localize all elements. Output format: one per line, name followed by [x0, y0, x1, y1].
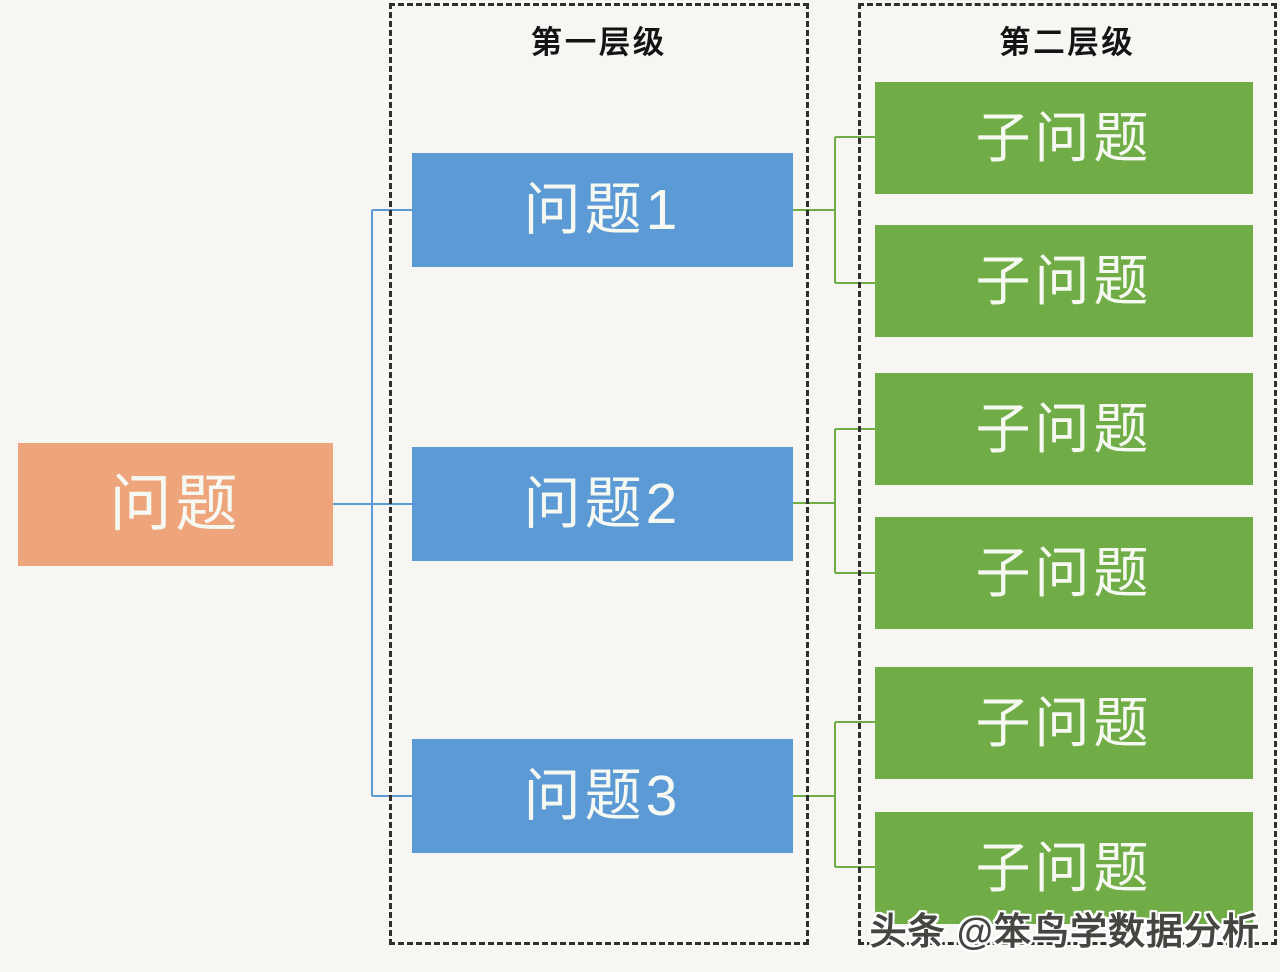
level2-node-3: 子问题: [875, 373, 1253, 485]
level2-header: 第二层级: [999, 25, 1136, 60]
level2-node-1: 子问题: [875, 82, 1253, 194]
level1-node-3: 问题3: [412, 739, 793, 853]
watermark: 头条 @笨鸟学数据分析: [869, 911, 1260, 952]
level1-panel: 第一层级: [389, 3, 809, 945]
level2-node-4: 子问题: [875, 517, 1253, 629]
level2-node-5: 子问题: [875, 667, 1253, 779]
level1-header: 第一层级: [531, 25, 667, 60]
level2-node-6: 子问题: [875, 812, 1253, 924]
level2-node-2: 子问题: [875, 225, 1253, 337]
level2-panel: 第二层级: [858, 3, 1277, 945]
root-problem-node: 问题: [18, 443, 333, 566]
level1-node-2: 问题2: [412, 447, 793, 561]
level1-node-1: 问题1: [412, 153, 793, 267]
